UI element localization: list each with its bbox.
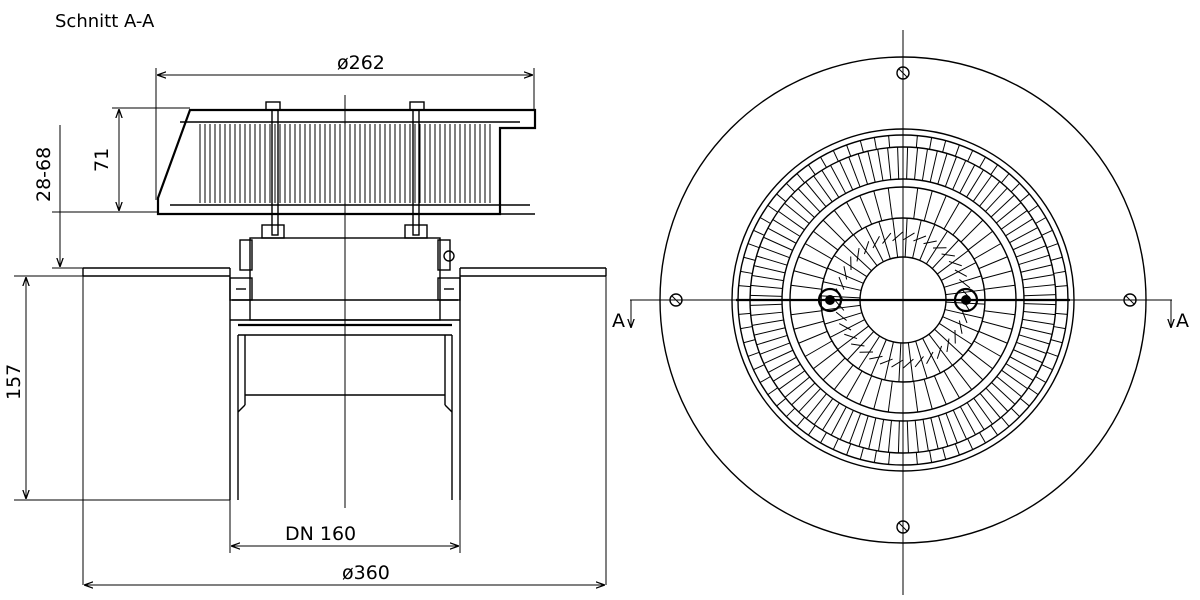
- section-marker-left-label: A: [612, 310, 625, 332]
- height-157-label: 157: [3, 364, 25, 400]
- roof-slab: [82, 267, 607, 585]
- top-diameter-label: ø262: [337, 52, 385, 74]
- plan-view: A A: [612, 30, 1189, 595]
- section-marker-left: A: [612, 300, 631, 332]
- section-view: ø262 71 28-68 157 DN 160: [3, 52, 607, 585]
- dimension-157: 157: [3, 275, 230, 501]
- section-title: Schnitt A-A: [55, 11, 155, 32]
- height-71-label: 71: [91, 148, 113, 172]
- dimension-28-68: 28-68: [33, 125, 112, 269]
- drain-cap: [156, 108, 537, 216]
- dimension-bottom-diameter: ø360: [85, 562, 604, 585]
- section-marker-right: A: [1171, 300, 1189, 332]
- dimension-top-diameter: ø262: [155, 52, 535, 200]
- section-marker-right-label: A: [1176, 310, 1189, 332]
- flange-screws: [669, 66, 1137, 534]
- grate-ribs: [738, 135, 1068, 465]
- cap-ribs: [199, 124, 491, 203]
- height-range-label: 28-68: [33, 147, 55, 202]
- bolts: [261, 101, 428, 239]
- grate-bolts: [817, 287, 979, 313]
- dimension-dn160: DN 160: [229, 500, 461, 553]
- dimension-71: 71: [91, 107, 190, 213]
- bottom-diameter-label: ø360: [342, 562, 390, 584]
- pipe-label: DN 160: [285, 523, 356, 545]
